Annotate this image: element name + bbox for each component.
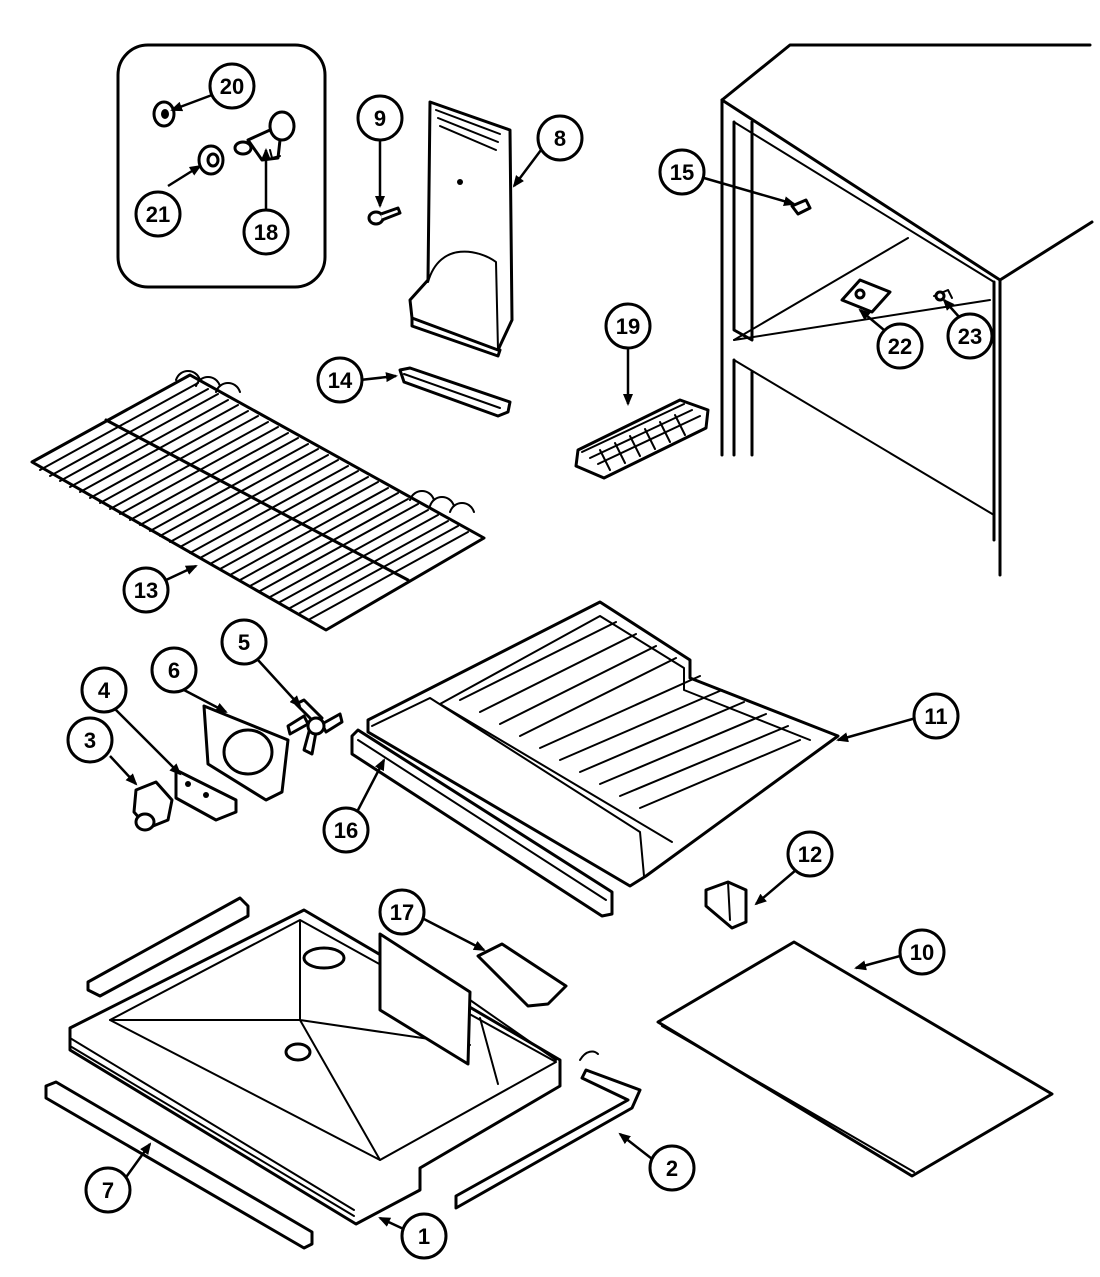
callout-18: 18 — [242, 208, 290, 256]
callout-1: 1 — [400, 1212, 448, 1260]
part-4-bracket — [174, 768, 238, 822]
inset-box — [116, 43, 327, 289]
part-13-wire-shelf — [30, 370, 486, 632]
callout-21: 21 — [134, 190, 182, 238]
callout-4: 4 — [80, 666, 128, 714]
svg-text:15: 15 — [670, 160, 694, 185]
svg-text:2: 2 — [666, 1156, 678, 1181]
svg-text:10: 10 — [910, 940, 934, 965]
svg-text:23: 23 — [958, 324, 982, 349]
part-7-rail-front — [44, 1080, 314, 1250]
callout-12: 12 — [786, 830, 834, 878]
part-1-crisper-pan — [68, 908, 562, 1226]
svg-text:21: 21 — [146, 202, 170, 227]
part-23-screw — [933, 289, 953, 302]
svg-text:17: 17 — [390, 900, 414, 925]
svg-text:8: 8 — [554, 126, 566, 151]
svg-text:13: 13 — [134, 578, 158, 603]
part-10-glass-panel — [656, 940, 1054, 1178]
part-5-fan-blade — [286, 698, 344, 756]
svg-text:18: 18 — [254, 220, 278, 245]
callout-19: 19 — [604, 302, 652, 350]
part-21-bushing — [197, 144, 225, 176]
part-11-crisper-tray — [366, 600, 840, 888]
callout-10: 10 — [898, 928, 946, 976]
part-2-rail — [454, 1050, 642, 1210]
svg-text:4: 4 — [98, 678, 111, 703]
svg-text:1: 1 — [418, 1224, 430, 1249]
part-19-ice-tray — [574, 398, 710, 480]
part-3-switch — [132, 780, 174, 832]
part-7-rail-back — [86, 896, 250, 998]
part-17-cover — [476, 942, 568, 1008]
svg-text:9: 9 — [374, 106, 386, 131]
svg-text:6: 6 — [168, 658, 180, 683]
callout-15: 15 — [658, 148, 706, 196]
callout-17: 17 — [378, 888, 426, 936]
callout-7: 7 — [84, 1166, 132, 1214]
callout-5: 5 — [220, 618, 268, 666]
part-8-duct-panel — [408, 100, 514, 358]
svg-text:12: 12 — [798, 842, 822, 867]
part-22-clip — [840, 278, 892, 314]
part-15-plug — [790, 198, 812, 216]
svg-text:3: 3 — [84, 728, 96, 753]
svg-text:22: 22 — [888, 334, 912, 359]
svg-text:19: 19 — [616, 314, 640, 339]
callout-16: 16 — [322, 806, 370, 854]
svg-text:20: 20 — [220, 74, 244, 99]
part-16-front-strip — [350, 728, 614, 918]
callout-6: 6 — [150, 646, 198, 694]
part-6-fan-shroud — [202, 704, 290, 802]
callout-23: 23 — [946, 312, 994, 360]
callout-8: 8 — [536, 114, 584, 162]
svg-text:7: 7 — [102, 1178, 114, 1203]
callout-11: 11 — [912, 692, 960, 740]
callout-9: 9 — [356, 94, 404, 142]
callout-14: 14 — [316, 356, 364, 404]
part-20-cap — [152, 100, 176, 128]
part-18-knob — [233, 110, 296, 162]
svg-text:11: 11 — [924, 704, 947, 729]
svg-text:14: 14 — [328, 368, 353, 393]
leader-lines — [109, 90, 961, 1234]
svg-text:5: 5 — [238, 630, 250, 655]
part-9-screw — [367, 206, 402, 226]
callout-2: 2 — [648, 1144, 696, 1192]
svg-text:16: 16 — [334, 818, 358, 843]
callout-22: 22 — [876, 322, 924, 370]
cabinet-outline — [720, 43, 1094, 577]
part-12-corner-support — [704, 880, 748, 930]
callout-3: 3 — [66, 716, 114, 764]
callout-13: 13 — [122, 566, 170, 614]
part-14-bracket — [398, 366, 512, 418]
callout-20: 20 — [208, 62, 256, 110]
